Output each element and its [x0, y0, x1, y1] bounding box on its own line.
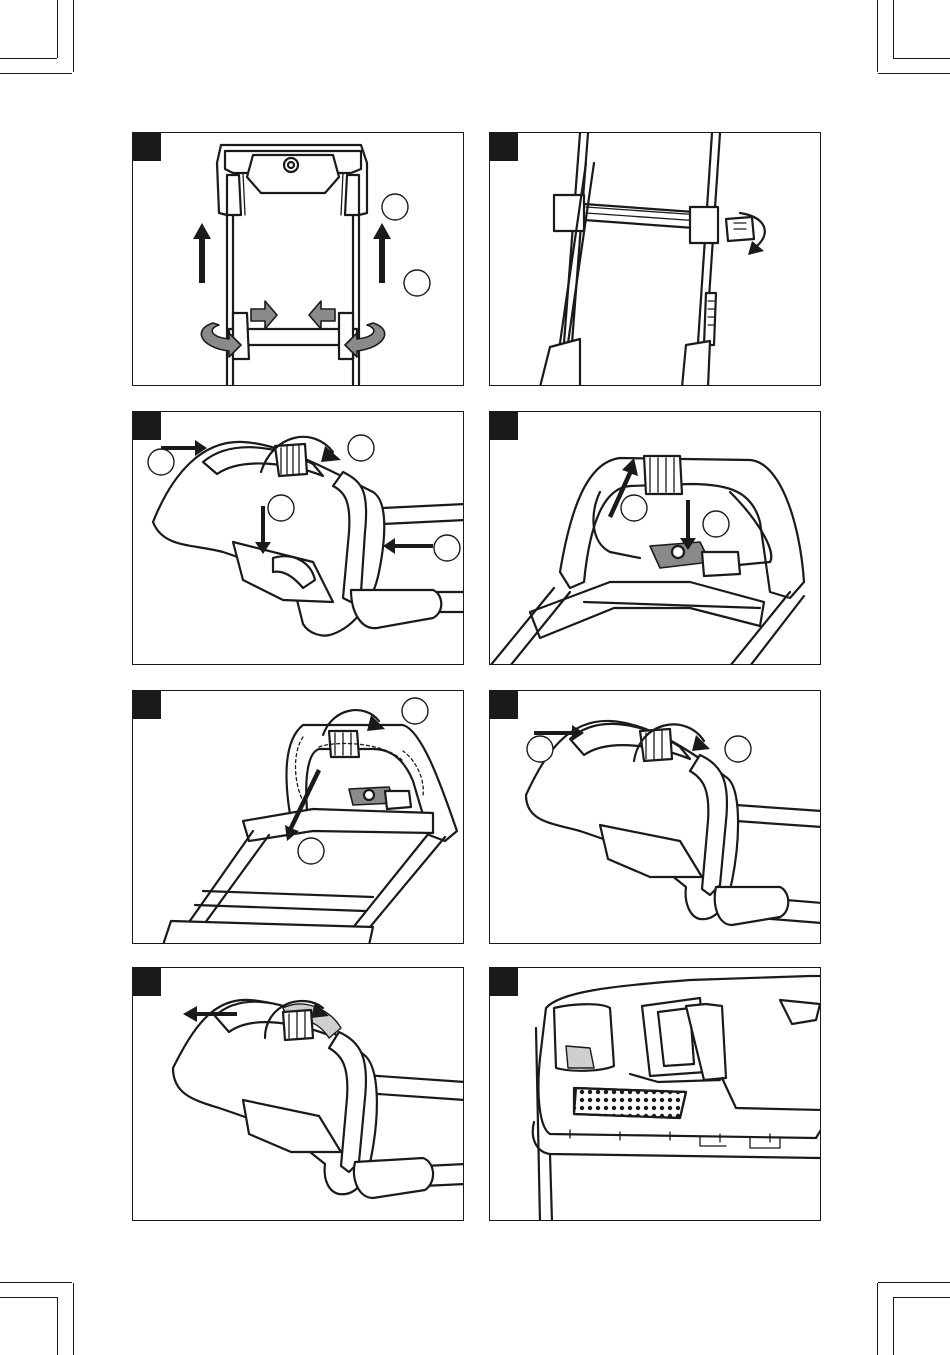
crop-mark-tl-v2 [57, 0, 58, 58]
callout-circle [348, 435, 374, 461]
callout-circle [434, 535, 460, 561]
handle-lever-illustration [133, 412, 464, 665]
callout-circle [703, 511, 729, 537]
crop-mark-tl-h [0, 58, 57, 59]
crop-mark-bl-v2 [73, 1283, 74, 1355]
callout-circle [527, 736, 553, 762]
crop-mark-tr-v [877, 0, 878, 72]
crop-mark-br-h2 [893, 1297, 950, 1298]
crop-mark-tl-v [73, 0, 74, 72]
crop-mark-tr-v2 [893, 0, 894, 58]
panel-3 [132, 411, 464, 665]
callout-circle [404, 270, 430, 296]
crop-mark-tr-h [893, 58, 950, 59]
panel-7 [132, 967, 464, 1221]
callout-circle [268, 495, 294, 521]
callout-circle [148, 449, 174, 475]
panel-6 [489, 690, 821, 944]
callout-circle [298, 838, 324, 864]
battery-housing-illustration [490, 968, 821, 1221]
handle-pull-illustration [133, 968, 464, 1221]
crop-mark-tr-h2 [878, 73, 950, 74]
callout-circle [621, 495, 647, 521]
crop-mark-tl-h2 [0, 73, 72, 74]
panel-1 [132, 132, 464, 386]
panel-5 [132, 690, 464, 944]
callout-circle [725, 736, 751, 762]
callout-circle [382, 194, 408, 220]
crop-mark-bl-h2 [0, 1297, 57, 1298]
handle-fold-illustration [133, 691, 464, 944]
handle-push-illustration [490, 691, 821, 944]
handle-unfold-illustration [133, 133, 464, 386]
crop-mark-br-v2 [877, 1283, 878, 1355]
crop-mark-bl-h [0, 1282, 72, 1283]
crop-mark-br-h [878, 1282, 950, 1283]
crop-mark-br-v [893, 1297, 894, 1355]
panel-2 [489, 132, 821, 386]
callout-circle [402, 698, 428, 724]
crop-mark-bl-v [57, 1297, 58, 1355]
panel-4 [489, 411, 821, 665]
safety-key-illustration [490, 412, 821, 665]
panel-8 [489, 967, 821, 1221]
height-adjust-illustration [490, 133, 821, 386]
